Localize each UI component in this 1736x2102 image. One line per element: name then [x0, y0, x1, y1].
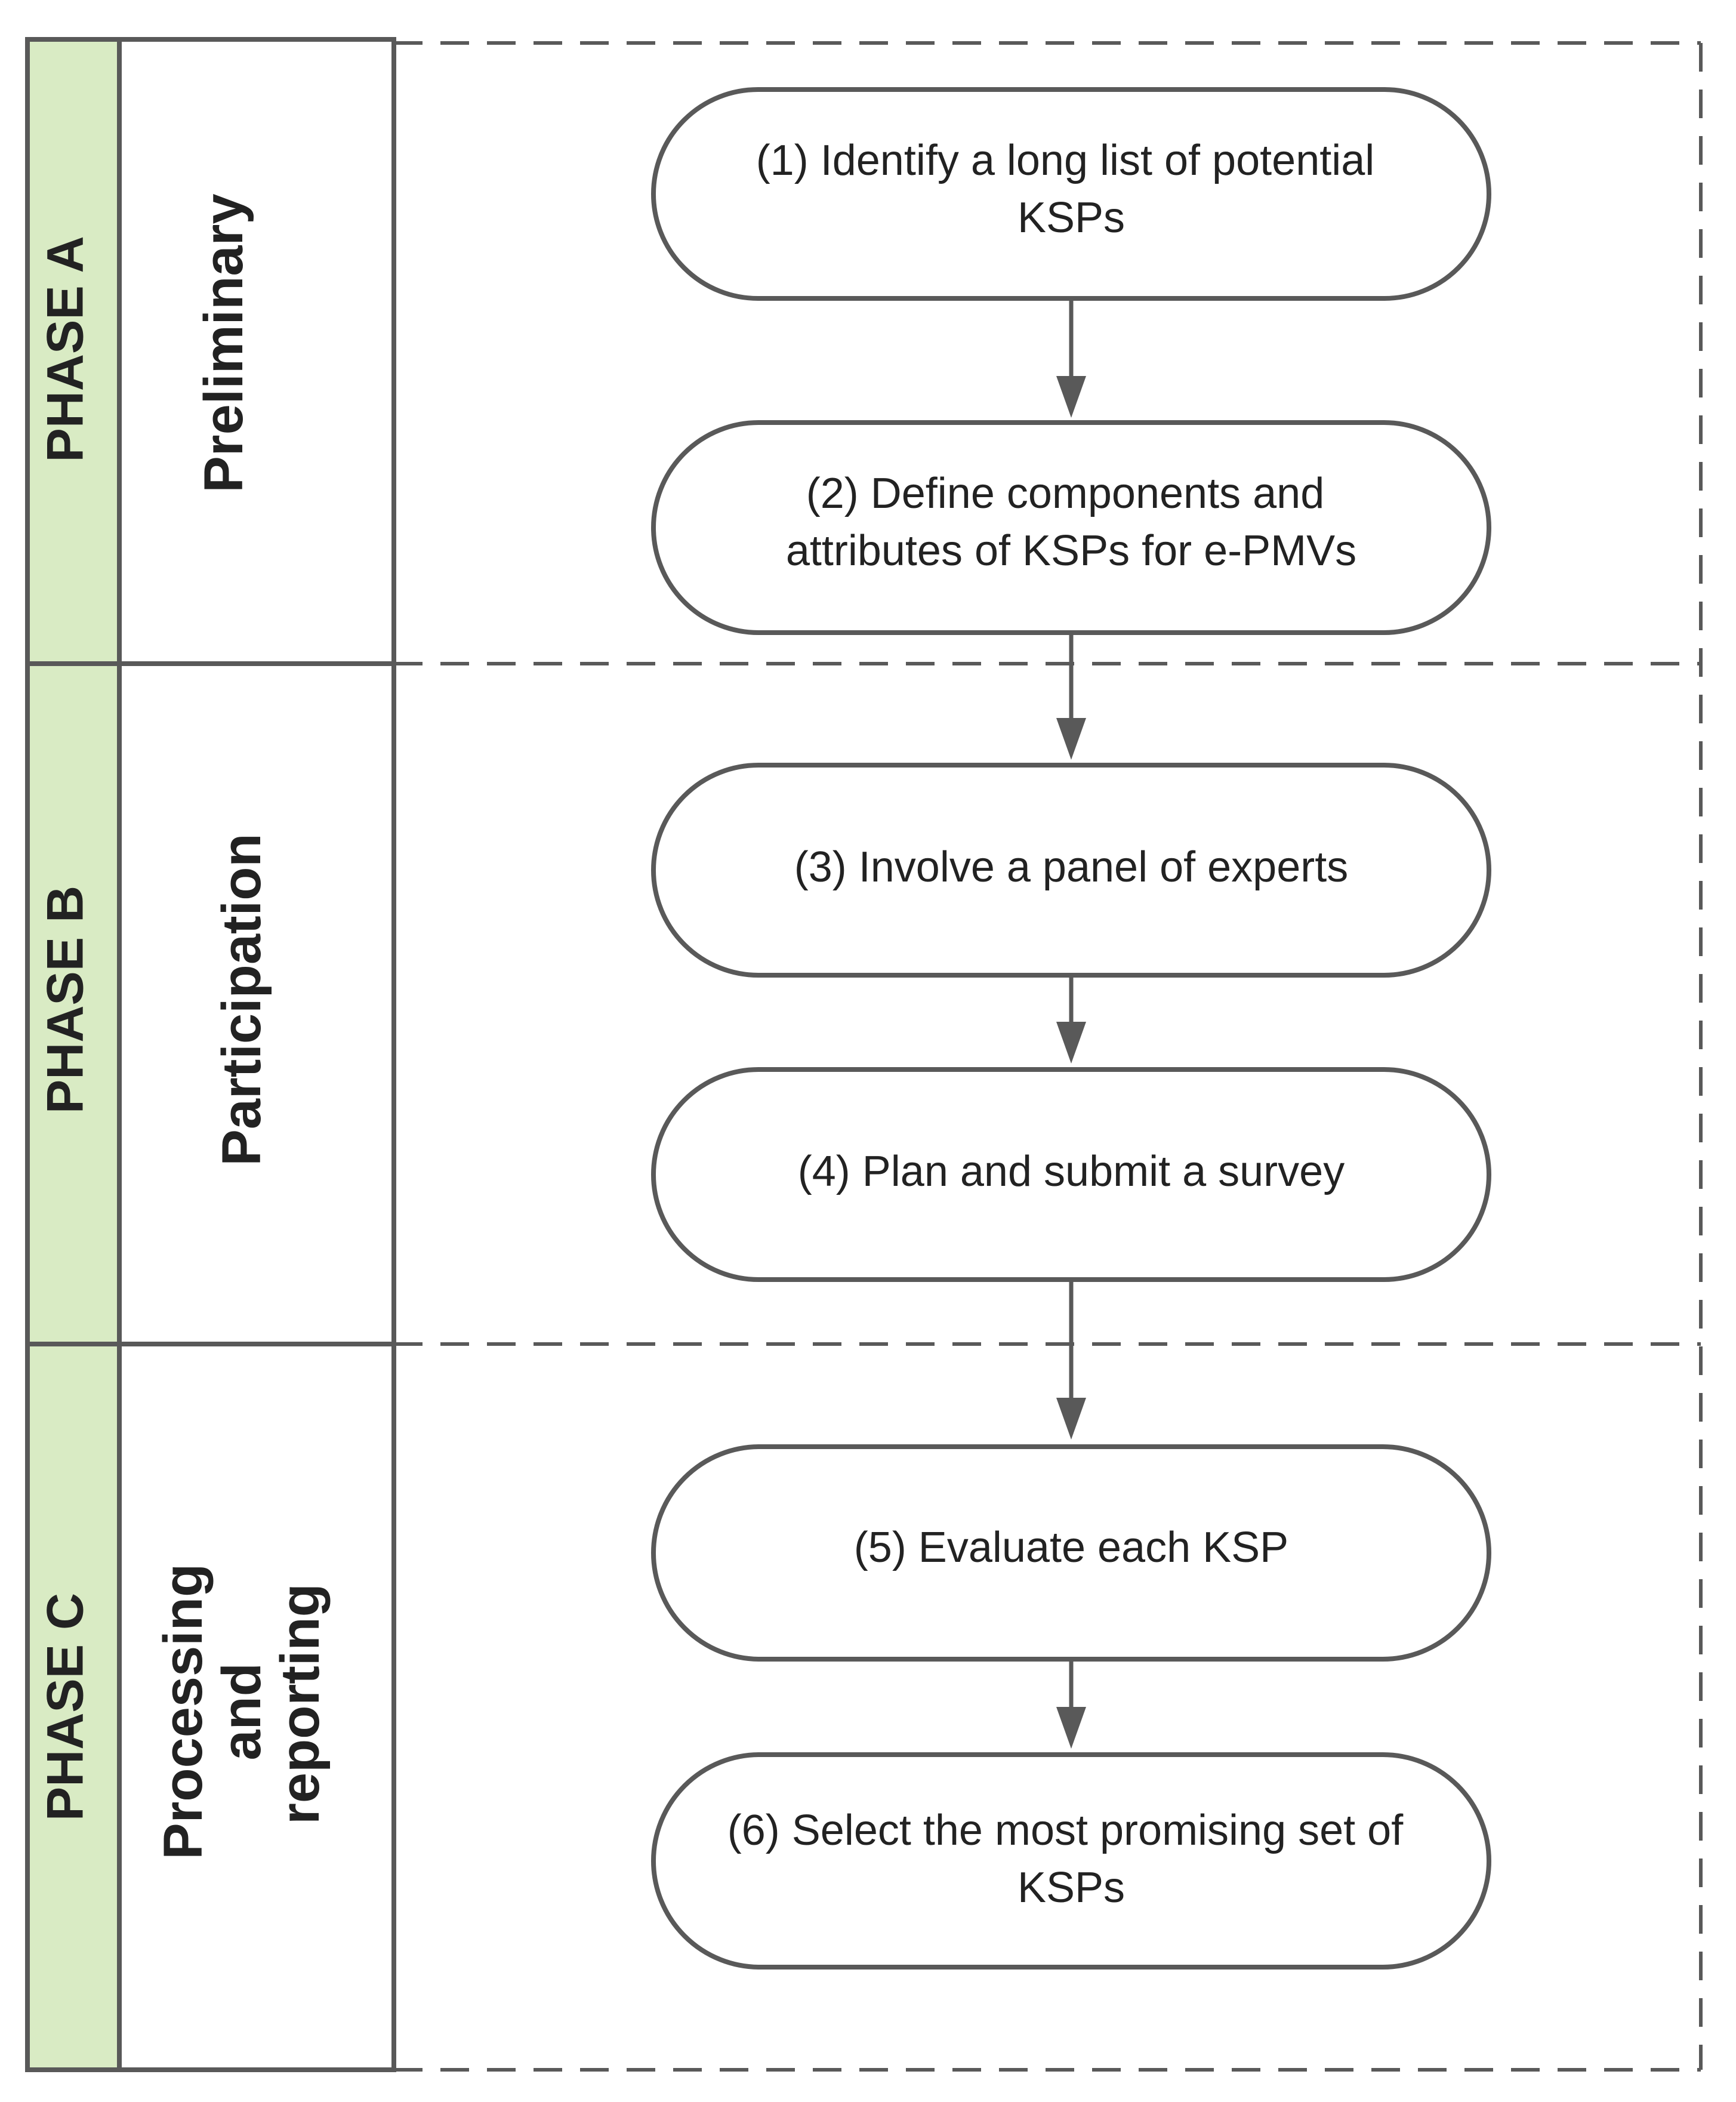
phase-a-title-line: Preliminary [193, 193, 254, 492]
step-1-line-1: (1) Identify a long list of potential [756, 137, 1375, 184]
phase-title-columns [117, 37, 396, 2072]
phase-c-title-line-2: and [211, 1663, 272, 1761]
step-3: (3) Involve a panel of experts [651, 763, 1491, 978]
phase-a-title-column [117, 37, 396, 666]
step-2-line-2: attributes of KSPs for e-PMVs [786, 527, 1356, 575]
phase-a-title: Preliminary [193, 193, 254, 492]
step-6: (6) Select the most promising set of KSP… [651, 1752, 1491, 1970]
phase-a-bar [25, 37, 122, 666]
step-2-label: (2) Define components and attributes of … [786, 470, 1356, 575]
phase-labels: PHASE A PHASE B PHASE C [37, 236, 94, 1821]
step-6-line-1: (6) Select the most promising set of [727, 1807, 1404, 1854]
phase-c-bar [25, 1342, 122, 2072]
step-4-line-1: (4) Plan and submit a survey [798, 1148, 1345, 1195]
step-5-shape [651, 1444, 1491, 1662]
phase-c-title-column [117, 1342, 396, 2072]
phase-a-label: PHASE A [37, 236, 94, 462]
step-2-shape [651, 420, 1491, 635]
step-1: (1) Identify a long list of potential KS… [651, 87, 1491, 301]
phase-b-title-line: Participation [211, 833, 272, 1166]
phase-c-title: Processing and reporting [153, 1548, 331, 1860]
phase-c-label: PHASE C [37, 1593, 94, 1821]
step-4-label: (4) Plan and submit a survey [798, 1148, 1345, 1195]
step-5-label: (5) Evaluate each KSP [854, 1524, 1288, 1571]
phase-c-title-line-3: reporting [270, 1583, 331, 1824]
step-4: (4) Plan and submit a survey [651, 1067, 1491, 1282]
step-2: (2) Define components and attributes of … [651, 420, 1491, 635]
arrow-3-to-4 [1056, 978, 1086, 1064]
phase-titles: Preliminary Participation Processing and… [153, 193, 331, 1859]
phase-b-label: PHASE B [37, 886, 94, 1114]
step-5: (5) Evaluate each KSP [651, 1444, 1491, 1662]
step-6-shape [651, 1752, 1491, 1970]
arrow-2-to-3 [1056, 634, 1086, 760]
arrow-5-to-6 [1056, 1660, 1086, 1749]
flow-arrows [1056, 300, 1086, 1749]
step-1-line-2: KSPs [1017, 194, 1125, 242]
step-1-shape [651, 87, 1491, 301]
step-4-shape [651, 1067, 1491, 1282]
step-3-label: (3) Involve a panel of experts [794, 843, 1349, 891]
step-6-line-2: KSPs [1017, 1864, 1125, 1912]
step-nodes: (1) Identify a long list of potential KS… [651, 87, 1491, 1970]
phase-b-title-column [117, 661, 396, 1346]
step-6-label: (6) Select the most promising set of KSP… [727, 1807, 1415, 1912]
step-1-label: (1) Identify a long list of potential KS… [756, 137, 1387, 242]
step-3-shape [651, 763, 1491, 978]
dashed-frame [394, 41, 1703, 2072]
arrow-4-to-5 [1056, 1281, 1086, 1440]
arrow-1-to-2 [1056, 300, 1086, 418]
phase-c-title-line-1: Processing [153, 1564, 214, 1860]
step-5-line-1: (5) Evaluate each KSP [854, 1524, 1288, 1571]
step-3-line-1: (3) Involve a panel of experts [794, 843, 1349, 891]
step-2-line-1: (2) Define components and [806, 470, 1325, 517]
phase-b-title: Participation [211, 833, 272, 1166]
